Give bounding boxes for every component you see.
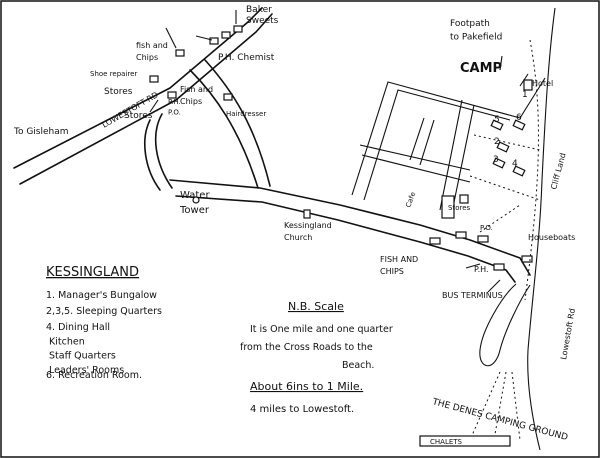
scale-note-scale: About 6ins to 1 Mile. bbox=[250, 380, 363, 393]
label-ph-po: P.H.P.O. bbox=[168, 98, 181, 117]
label-stores-3: Stores bbox=[448, 204, 471, 212]
camp-numbers: 1 2 3 4 5 6 bbox=[493, 90, 528, 169]
camp-number-5: 5 bbox=[494, 115, 500, 125]
label-hairdresser: Hairdresser bbox=[226, 110, 266, 118]
camp-buildings bbox=[441, 79, 533, 219]
label-chemist: P.H. Chemist bbox=[218, 53, 275, 63]
scale-note: N.B. Scale It is One mile and one quarte… bbox=[240, 300, 393, 415]
legend-title: KESSINGLAND bbox=[46, 265, 139, 280]
legend: KESSINGLAND 1. Manager's Bungalow 2,3,5.… bbox=[46, 265, 162, 381]
label-ph-2: P.H. bbox=[474, 265, 489, 274]
side-roads bbox=[144, 59, 271, 191]
camp-number-3: 3 bbox=[493, 155, 499, 165]
legend-item-6: 6. Recreation Room. bbox=[46, 370, 142, 381]
lowestoft-road bbox=[13, 7, 273, 185]
label-baker: Baker bbox=[246, 5, 272, 15]
coastline bbox=[524, 7, 556, 451]
label-to-gisleham: To Gisleham bbox=[13, 127, 69, 137]
camp-number-1: 1 bbox=[522, 90, 528, 100]
legend-item-1: 1. Manager's Bungalow bbox=[46, 290, 157, 301]
label-stores-2: Stores bbox=[124, 111, 153, 121]
label-camp: CAMP bbox=[460, 61, 502, 76]
legend-item-2: 2,3,5. Sleeping Quarters bbox=[46, 306, 162, 317]
camp-grid bbox=[351, 77, 546, 233]
label-hotel: Hotel bbox=[532, 79, 553, 88]
label-po: P.O. bbox=[480, 224, 493, 232]
label-cafe: Cafe bbox=[404, 191, 417, 209]
denes-campground bbox=[419, 283, 531, 447]
water-tower-mark bbox=[192, 196, 200, 204]
label-cliff-land: Cliff Land bbox=[549, 152, 567, 191]
label-lowestoft-rd: Lowestoft Rd bbox=[559, 308, 577, 361]
church-mark bbox=[303, 209, 311, 219]
label-sweets: Sweets bbox=[246, 16, 279, 26]
scale-note-line-3: Beach. bbox=[342, 360, 374, 371]
legend-item-4: 4. Dining Hall Kitchen Staff Quarters Le… bbox=[46, 322, 124, 376]
label-bus-terminus: BUS TERMINUS bbox=[442, 291, 503, 300]
town-buildings bbox=[149, 25, 533, 271]
camp-number-2: 2 bbox=[494, 137, 500, 147]
scale-note-line-2: from the Cross Roads to the bbox=[240, 342, 373, 353]
scale-note-distance: 4 miles to Lowestoft. bbox=[250, 404, 354, 415]
scale-note-title: N.B. Scale bbox=[288, 300, 344, 313]
chalets-label: CHALETS bbox=[430, 438, 463, 446]
scale-note-line-1: It is One mile and one quarter bbox=[250, 324, 393, 335]
arrows bbox=[149, 10, 529, 293]
label-stores-1: Stores bbox=[104, 87, 133, 97]
beach-road bbox=[169, 179, 531, 283]
camp-number-4: 4 bbox=[512, 159, 518, 169]
camp-number-6: 6 bbox=[516, 113, 522, 123]
label-houseboats: Houseboats bbox=[528, 233, 575, 242]
label-shoe-repairer: Shoe repairer bbox=[90, 70, 137, 78]
